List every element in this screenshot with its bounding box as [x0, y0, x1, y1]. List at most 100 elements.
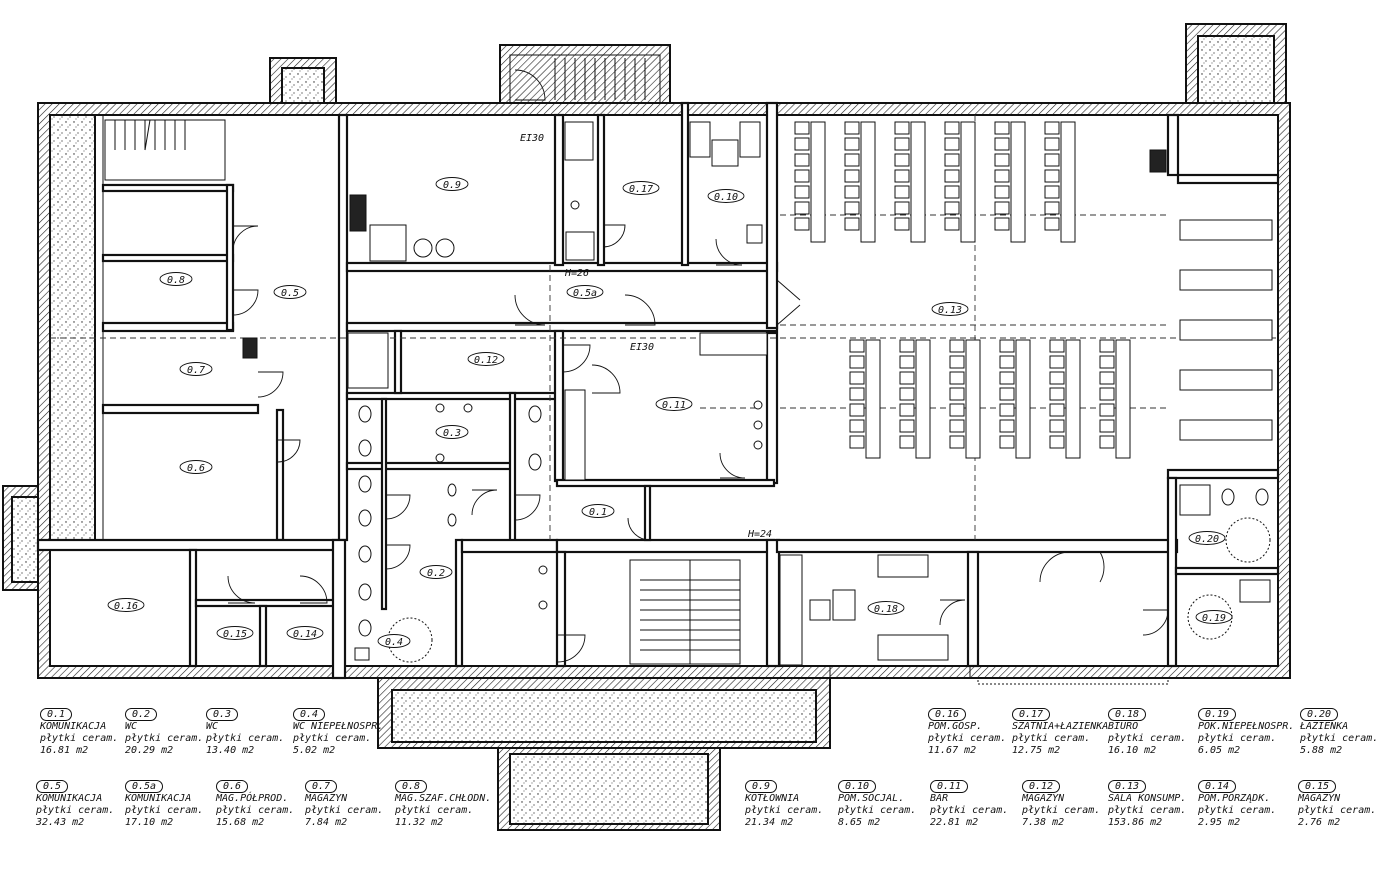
room-name: SZATNIA+ŁAZIENKA — [1012, 721, 1109, 732]
chair — [794, 121, 810, 135]
room-finish: płytki ceram. — [930, 805, 1009, 816]
chair — [1099, 371, 1115, 385]
room-tag-0.11: 0.11 — [655, 397, 693, 411]
chair — [849, 403, 865, 417]
room-finish: płytki ceram. — [1022, 805, 1101, 816]
room-name: ŁAZIENKA — [1300, 721, 1349, 732]
chair — [849, 435, 865, 449]
room-number: 0.2 — [125, 708, 158, 721]
chair — [1044, 185, 1060, 199]
room-tag-0.10: 0.10 — [707, 189, 745, 203]
room-number: 0.16 — [928, 708, 967, 721]
room-tag-0.7: 0.7 — [179, 362, 213, 376]
room-area: 5.88 m2 — [1300, 745, 1343, 756]
chair — [894, 153, 910, 167]
room-name: WC — [206, 721, 219, 732]
room-number: 0.6 — [187, 463, 205, 474]
chair — [844, 137, 860, 151]
chair — [894, 169, 910, 183]
room-number: 0.5 — [281, 288, 299, 299]
chair — [794, 169, 810, 183]
room-finish: płytki ceram. — [395, 805, 474, 816]
chair — [1044, 217, 1060, 231]
room-number: 0.5a — [573, 288, 597, 299]
chair — [894, 185, 910, 199]
room-area: 7.84 m2 — [305, 817, 348, 828]
room-tag-0.8: 0.8 — [159, 272, 193, 286]
room-finish: płytki ceram. — [293, 733, 372, 744]
room-name: POM.SOCJAL. — [838, 793, 905, 804]
room-tag-0.3: 0.3 — [435, 425, 469, 439]
room-tag-0.5a: 0.5a — [566, 285, 604, 299]
chair — [999, 371, 1015, 385]
room-finish: płytki ceram. — [125, 733, 204, 744]
room-number: 0.13 — [1108, 780, 1147, 793]
room-area: 16.10 m2 — [1108, 745, 1157, 756]
table — [860, 121, 876, 243]
room-tag-0.4: 0.4 — [377, 634, 411, 648]
table — [1065, 339, 1081, 459]
table — [865, 339, 881, 459]
chair — [999, 387, 1015, 401]
room-number: 0.10 — [714, 192, 738, 203]
chair — [794, 185, 810, 199]
chair — [949, 371, 965, 385]
chair — [894, 121, 910, 135]
room-number: 0.3 — [443, 428, 461, 439]
room-area: 8.65 m2 — [838, 817, 881, 828]
height-mark: H=24 — [747, 529, 772, 540]
room-name: KOTŁOWNIA — [745, 793, 800, 804]
room-name: POM.PORZĄDK. — [1198, 793, 1271, 804]
chair — [849, 339, 865, 353]
room-name: MAG.SZAF.CHŁODN. — [395, 793, 492, 804]
chair — [994, 137, 1010, 151]
chair — [944, 121, 960, 135]
chair — [1044, 153, 1060, 167]
chair — [844, 169, 860, 183]
chair — [899, 339, 915, 353]
outer-walls — [2, 23, 1291, 831]
chair — [849, 355, 865, 369]
room-tag-0.5: 0.5 — [273, 285, 307, 299]
room-name: KOMUNIKACJA — [40, 721, 107, 732]
room-finish: płytki ceram. — [1298, 805, 1377, 816]
chair — [999, 355, 1015, 369]
room-number: 0.10 — [838, 780, 877, 793]
room-tag-0.18: 0.18 — [867, 601, 905, 615]
room-number: 0.8 — [167, 275, 185, 286]
room-area: 153.86 m2 — [1108, 817, 1163, 828]
room-area: 2.95 m2 — [1198, 817, 1241, 828]
room-area: 11.67 m2 — [928, 745, 977, 756]
chair — [944, 201, 960, 215]
chair — [1044, 137, 1060, 151]
room-tag-0.9: 0.9 — [435, 177, 469, 191]
chair — [994, 121, 1010, 135]
chair — [1044, 201, 1060, 215]
room-tag-0.6: 0.6 — [179, 460, 213, 474]
room-tag-0.19: 0.19 — [1195, 610, 1233, 624]
chair — [899, 435, 915, 449]
chair — [949, 355, 965, 369]
doors — [227, 69, 1169, 663]
misc-furniture — [242, 121, 1273, 666]
room-area: 21.34 m2 — [745, 817, 794, 828]
room-number: 0.5 — [36, 780, 69, 793]
room-tag-0.2: 0.2 — [419, 565, 453, 579]
room-area: 13.40 m2 — [206, 745, 255, 756]
table — [1015, 339, 1031, 459]
room-number: 0.18 — [874, 604, 898, 615]
room-name: POM.GOSP. — [928, 721, 983, 732]
room-number: 0.6 — [216, 780, 249, 793]
chair — [1044, 121, 1060, 135]
table — [910, 121, 926, 243]
room-number: 0.4 — [385, 637, 403, 648]
room-name: BIURO — [1108, 721, 1139, 732]
chair — [949, 387, 965, 401]
